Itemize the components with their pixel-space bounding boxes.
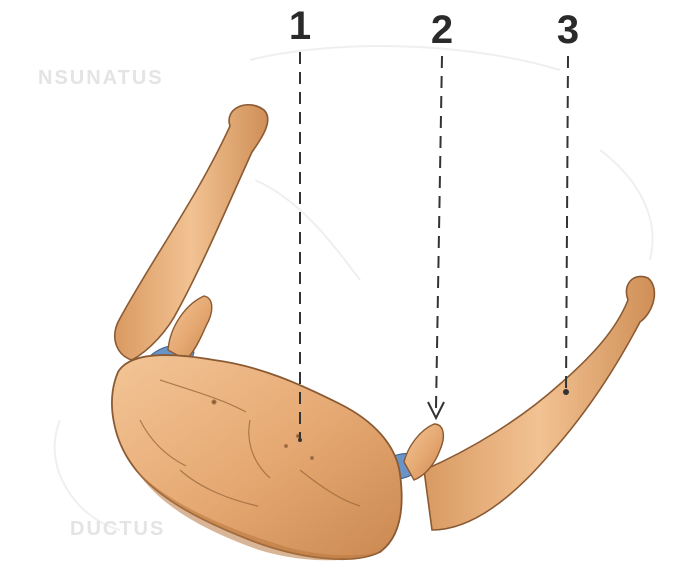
leader-line-2 [436,56,442,408]
leader-line-3 [566,56,568,392]
faint-label-top: NSUNATUS [38,67,164,89]
faint-label-bottom: DUCTUS [70,518,165,540]
leader-dot-3 [563,389,569,395]
callout-label-1: 1 [280,6,320,46]
callout-label-2: 2 [422,10,462,50]
callout-label-3: 3 [548,10,588,50]
leader-dot-1 [298,438,302,442]
right-greater-horn [424,276,654,530]
